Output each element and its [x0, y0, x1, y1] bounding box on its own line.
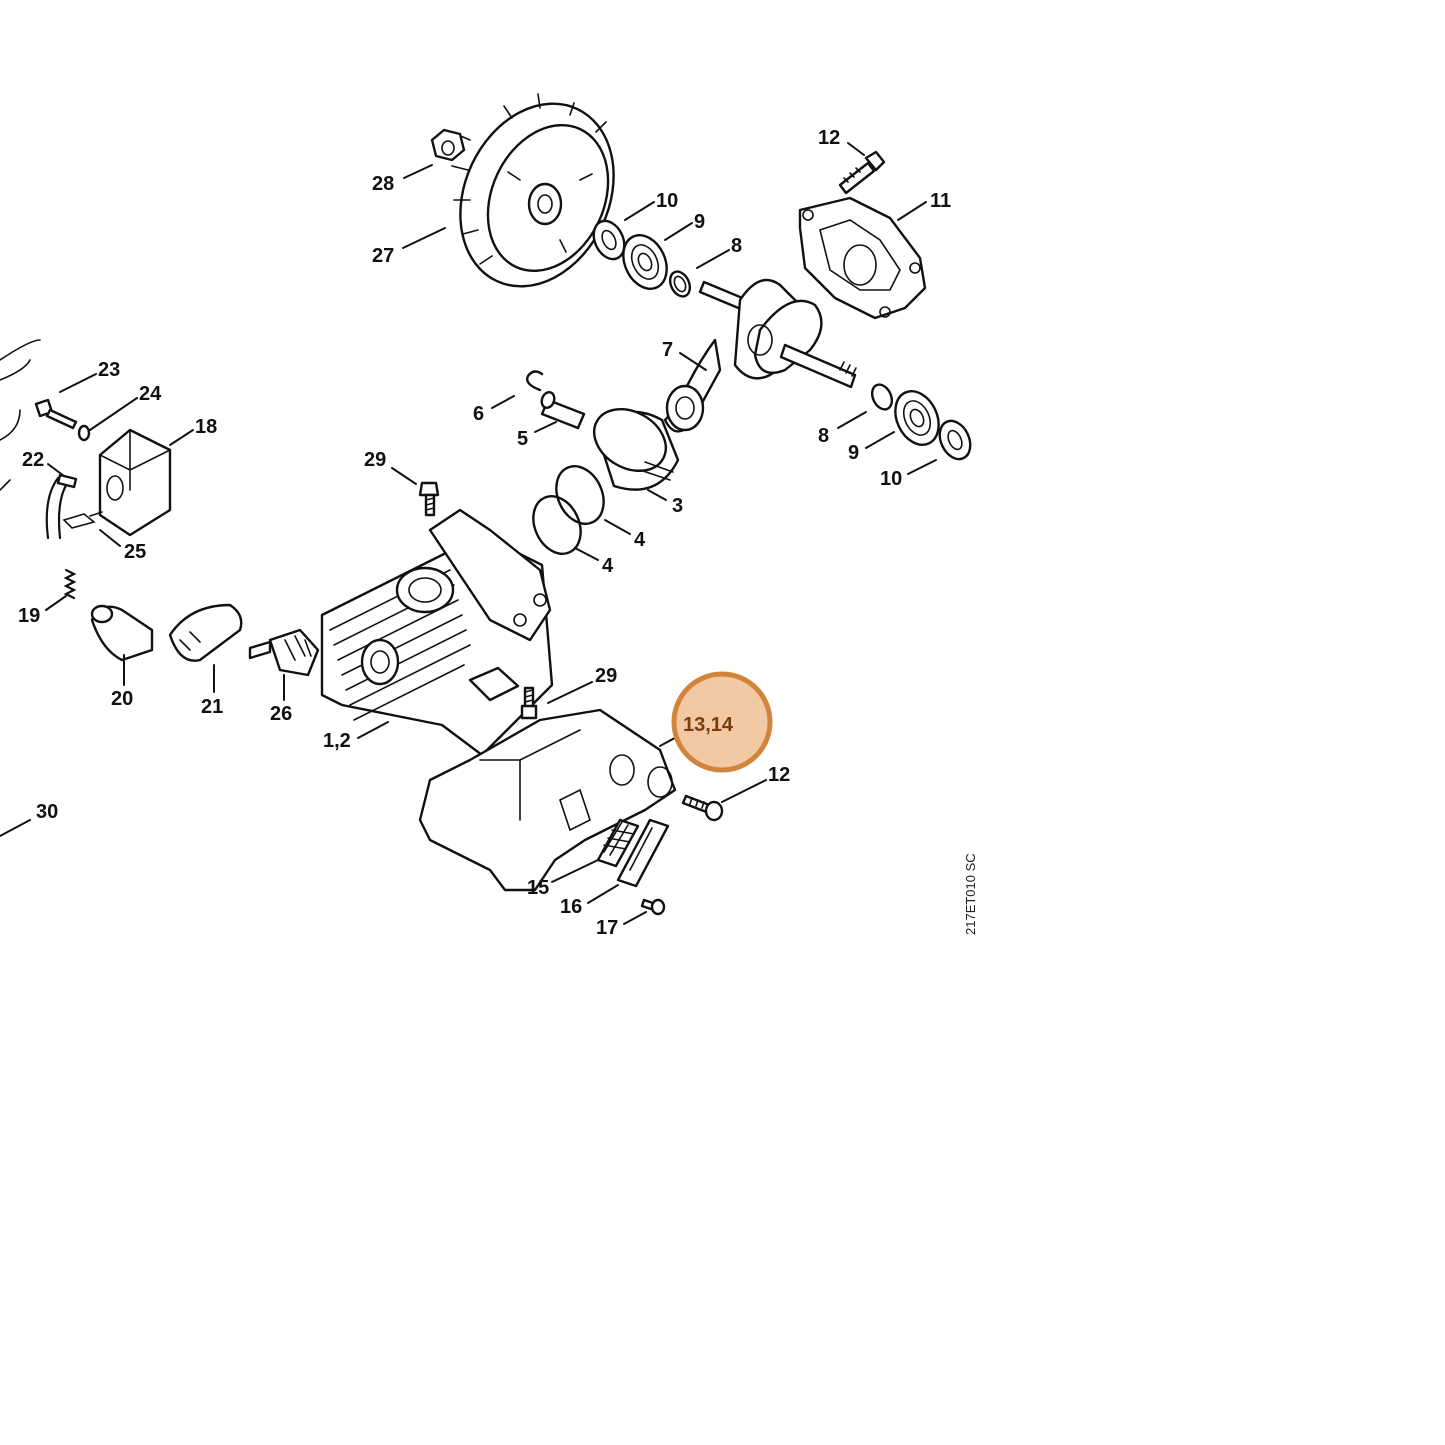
callout-18[interactable]: 18 [195, 416, 217, 438]
callout-26[interactable]: 26 [270, 703, 292, 725]
callout-25[interactable]: 25 [124, 541, 146, 563]
callout-7[interactable]: 7 [662, 339, 673, 361]
callout-16[interactable]: 16 [560, 896, 582, 918]
callout-6[interactable]: 6 [473, 403, 484, 425]
leader-lines [0, 142, 937, 925]
callout-29[interactable]: 29 [364, 449, 386, 471]
callout-21[interactable]: 21 [201, 696, 223, 718]
ball-bearing-part [894, 390, 940, 446]
highlight-marker[interactable] [671, 671, 773, 773]
callout-23[interactable]: 23 [98, 359, 120, 381]
spark-arrest-screen-part [596, 818, 640, 868]
callout-4[interactable]: 4 [634, 529, 646, 551]
crankcase-part [798, 196, 927, 320]
piston-pin-part [540, 391, 586, 430]
wire-part [45, 473, 78, 540]
oil-seal-part [592, 219, 626, 261]
flywheel-part [451, 93, 615, 288]
muffler-part [418, 708, 677, 892]
piston-ring-part [555, 465, 605, 525]
callout-9[interactable]: 9 [848, 442, 859, 464]
callout-3[interactable]: 3 [672, 495, 683, 517]
crankshaft-part [663, 278, 857, 433]
callout-10[interactable]: 10 [656, 190, 678, 212]
gasket-part [616, 818, 670, 888]
terminal-part [168, 603, 243, 662]
nut-part [430, 128, 466, 162]
callout-labels: 28 27 10 9 8 12 11 7 8 9 10 6 5 3 4 4 23… [18, 127, 951, 939]
callout-15[interactable]: 15 [527, 877, 549, 899]
callout-1-2[interactable]: 1,2 [323, 730, 351, 752]
contact-spring-part [62, 511, 103, 529]
callout-27[interactable]: 27 [372, 245, 394, 267]
callout-13-14-highlighted[interactable]: 13,14 [683, 714, 734, 736]
washer-part [77, 424, 91, 442]
circlip-part [668, 270, 692, 298]
callout-17[interactable]: 17 [596, 917, 618, 939]
screw-part [681, 794, 724, 822]
ignition-module-part [98, 428, 172, 537]
callout-30[interactable]: 30 [36, 801, 58, 823]
callout-20[interactable]: 20 [111, 688, 133, 710]
adjacent-part-outline [0, 339, 41, 491]
ball-bearing-part [622, 234, 668, 290]
callout-8[interactable]: 8 [818, 425, 829, 447]
callout-28[interactable]: 28 [372, 173, 394, 195]
callout-12[interactable]: 12 [818, 127, 840, 149]
callout-10[interactable]: 10 [880, 468, 902, 490]
spark-plug-part [248, 628, 320, 677]
piston-pin-clip-part [526, 370, 544, 392]
piston-part [593, 407, 680, 491]
callout-19[interactable]: 19 [18, 605, 40, 627]
callout-11[interactable]: 11 [930, 190, 951, 212]
callout-4[interactable]: 4 [602, 555, 614, 577]
callout-24[interactable]: 24 [139, 383, 162, 405]
callout-8[interactable]: 8 [731, 235, 742, 257]
callout-9[interactable]: 9 [694, 211, 705, 233]
screw-part [520, 686, 538, 720]
screw-part [418, 481, 440, 517]
screw-part [34, 398, 78, 430]
drawing-code: 217ET010 SC [963, 853, 978, 935]
screw-part [640, 898, 666, 916]
callout-22[interactable]: 22 [22, 449, 44, 471]
callout-29[interactable]: 29 [595, 665, 617, 687]
spring-part [63, 568, 77, 600]
callout-5[interactable]: 5 [517, 428, 528, 450]
cylinder-part [320, 508, 554, 757]
oil-seal-part [938, 419, 972, 461]
screw-part [838, 150, 886, 195]
circlip-part [870, 383, 894, 411]
callout-12[interactable]: 12 [768, 764, 790, 786]
spark-plug-boot-part [90, 604, 154, 662]
piston-ring-part [532, 495, 582, 555]
